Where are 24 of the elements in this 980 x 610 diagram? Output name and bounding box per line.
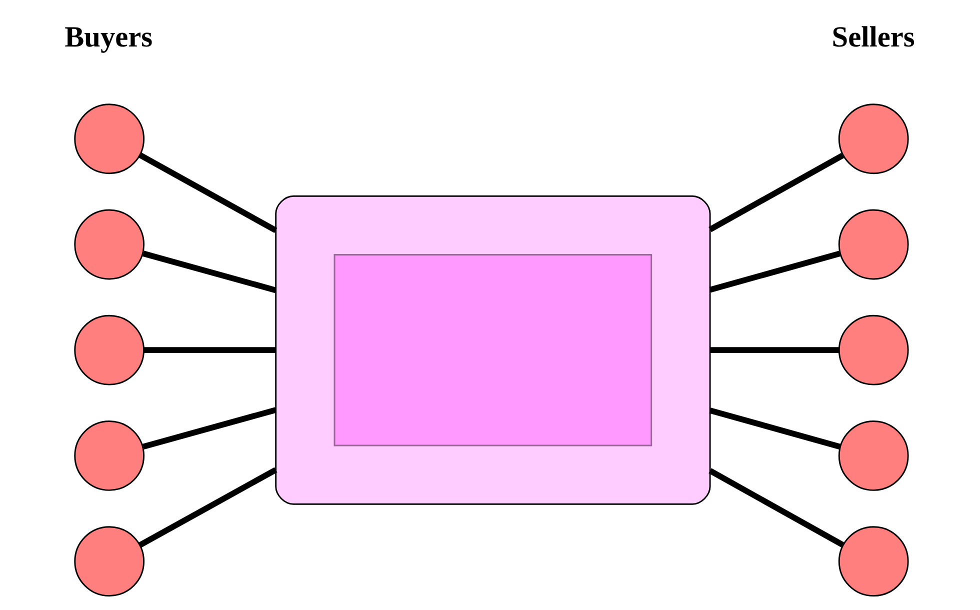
node-circle [838,420,909,491]
node-circle [838,526,909,597]
connector [710,347,840,354]
node-circle [74,104,145,174]
cluster [275,195,711,505]
node-circle [74,420,145,491]
node-circle [74,526,145,597]
label: Buyers [64,21,153,54]
connector [138,152,278,234]
connector [144,347,276,354]
connector [142,250,277,294]
connector [138,467,278,548]
node-circle [838,209,909,280]
connector [709,250,841,293]
node-circle [74,314,145,386]
connector [708,152,844,232]
node-circle [74,209,145,280]
node-circle [838,314,909,386]
connector [709,408,841,450]
node-circle [838,104,909,174]
connector [708,468,844,548]
connector [142,407,277,450]
node-box [334,254,652,446]
label: Sellers [832,21,915,54]
